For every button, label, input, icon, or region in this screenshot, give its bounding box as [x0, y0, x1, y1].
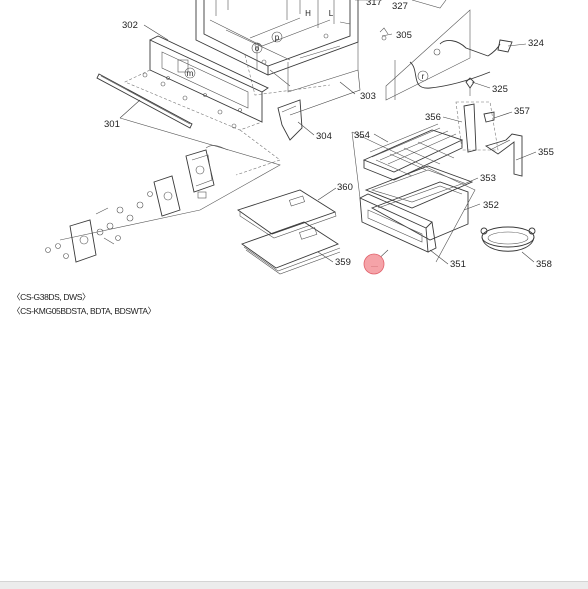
part-label-304: 304 [316, 131, 332, 142]
leader-lines [119, 24, 537, 265]
fastener-region [235, 54, 331, 176]
part-label-355: 355 [538, 147, 554, 158]
part-label-327: 327 [392, 1, 408, 12]
letter-mark-l: L [329, 9, 334, 18]
manual-360 [237, 189, 337, 239]
letter-mark-p: p [271, 31, 283, 43]
part-label-324: 324 [528, 38, 544, 49]
part-label-359: 359 [335, 257, 351, 268]
svg-text:m: m [187, 69, 194, 78]
letter-mark-h: H [305, 9, 311, 18]
part-label-351: 351 [450, 259, 466, 270]
svg-text:o: o [255, 44, 260, 53]
part-label-356: 356 [425, 112, 441, 123]
oven-rack [362, 123, 464, 181]
part-label-317: 317 [366, 0, 382, 8]
oven-body [195, 0, 361, 116]
svg-text:L: L [329, 9, 334, 18]
manual-359 [241, 221, 341, 275]
part-label-301: 301 [104, 119, 120, 130]
side-rails [455, 101, 523, 177]
svg-text:p: p [275, 33, 280, 42]
letter-mark-o: o [251, 42, 263, 54]
tray-352 [370, 181, 469, 241]
part-label-354: 354 [354, 130, 370, 141]
part-label-352: 352 [483, 200, 499, 211]
letter-mark-r: r [417, 70, 429, 82]
bowl-358 [480, 226, 536, 252]
part-label-325: 325 [492, 84, 508, 95]
model-variant-line-1: 〈CS-G38DS, DWS〉 [12, 292, 91, 302]
svg-text:H: H [305, 9, 311, 18]
frame-screws [142, 42, 260, 129]
wire-harness [379, 0, 513, 101]
highlight-marker[interactable] [363, 253, 385, 275]
part-label-353: 353 [480, 173, 496, 184]
part-label-303: 303 [360, 91, 376, 102]
assembly-guides [351, 0, 476, 263]
front-frame [124, 35, 269, 131]
part-label-302: 302 [122, 20, 138, 31]
svg-text:r: r [422, 72, 425, 81]
part-label-305: 305 [396, 30, 412, 41]
bracket-304 [277, 99, 303, 141]
part-label-357: 357 [514, 106, 530, 117]
control-assembly [45, 117, 281, 263]
part-label-360: 360 [337, 182, 353, 193]
highlight-marker-glyph: —— [371, 264, 379, 268]
door-strip [96, 73, 193, 129]
letter-mark-m: m [184, 67, 196, 79]
tray-353 [364, 165, 474, 209]
model-variant-line-2: 〈CS-KMG05BDSTA, BDTA, BDSWTA〉 [12, 306, 156, 316]
part-label-358: 358 [536, 259, 552, 270]
bottom-scrollbar-strip[interactable] [0, 581, 588, 589]
